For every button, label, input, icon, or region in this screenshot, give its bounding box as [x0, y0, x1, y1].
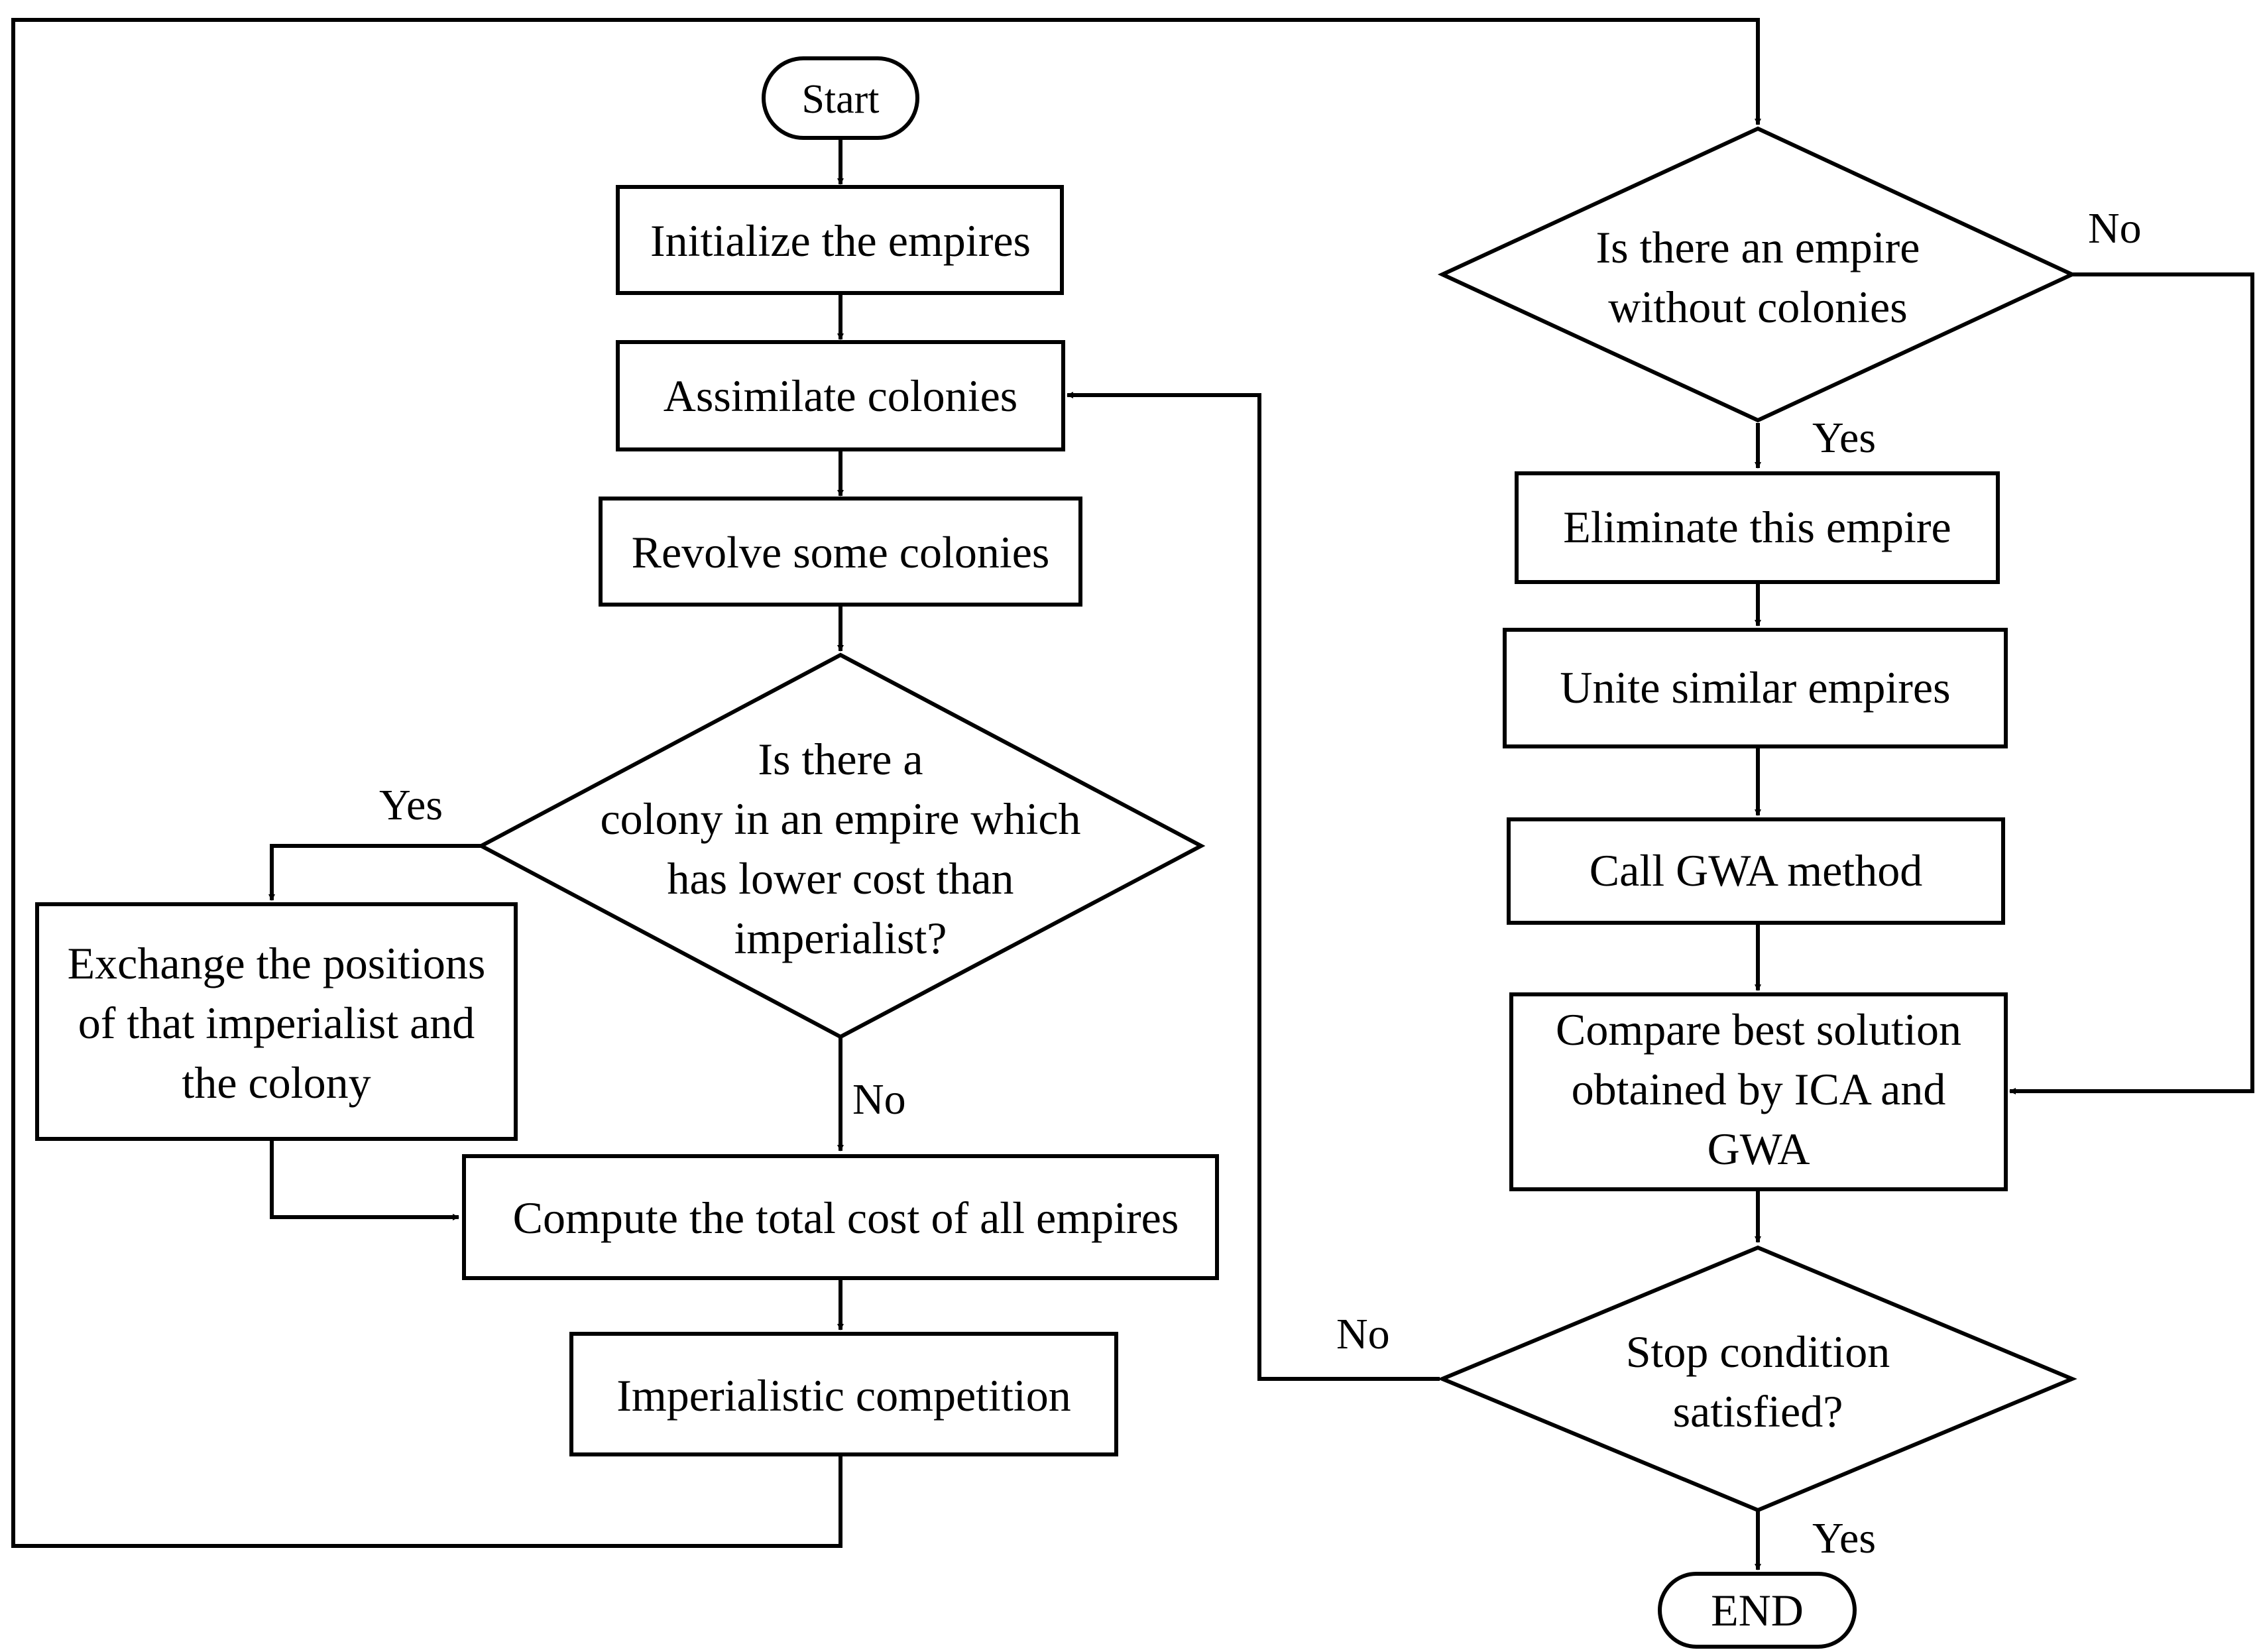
node-init: Initialize the empires: [616, 185, 1064, 295]
node-exchange: Exchange the positions of that imperiali…: [35, 902, 518, 1141]
eliminate-label: Eliminate this empire: [1563, 502, 1951, 552]
connectors: [11, 18, 2254, 1570]
compute-label: Compute the total cost of all empires: [513, 1193, 1179, 1243]
compare-line-2: obtained by ICA and: [1572, 1064, 1946, 1114]
colony-no-label: No: [852, 1075, 906, 1124]
end-label: END: [1711, 1585, 1804, 1635]
stop-check-line-1: Stop condition: [1626, 1327, 1890, 1377]
gwa-label: Call GWA method: [1590, 845, 1922, 896]
edge-empty-no-compare: [2009, 272, 2254, 1094]
node-start: Start: [762, 56, 919, 140]
empty-yes-label: Yes: [1812, 414, 1876, 462]
stop-check-line-2: satisfied?: [1673, 1386, 1843, 1437]
assimilate-label: Assimilate colonies: [664, 371, 1017, 421]
node-revolve: Revolve some colonies: [599, 497, 1082, 607]
exchange-line-3: the colony: [182, 1057, 371, 1108]
decision-stop: Stop condition satisfied?: [1437, 1245, 2077, 1513]
exchange-line-1: Exchange the positions: [68, 938, 486, 988]
compare-line-1: Compare best solution: [1556, 1004, 1961, 1055]
init-label: Initialize the empires: [650, 215, 1031, 266]
empty-no-label: No: [2088, 204, 2142, 253]
unite-label: Unite similar empires: [1560, 662, 1950, 713]
colony-check-line-1: Is there a: [758, 734, 923, 784]
node-gwa: Call GWA method: [1507, 817, 2005, 925]
node-compare: Compare best solution obtained by ICA an…: [1509, 992, 2008, 1191]
edge-labels: Yes No No Yes No Yes: [379, 204, 2142, 1563]
decision-empty-empire: Is there an empire without colonies: [1437, 126, 2077, 423]
compare-line-3: GWA: [1708, 1124, 1810, 1174]
colony-check-line-2: colony in an empire which: [600, 794, 1080, 844]
node-eliminate: Eliminate this empire: [1515, 471, 2000, 584]
stop-no-label: No: [1336, 1310, 1390, 1358]
empty-empire-line-2: without colonies: [1608, 282, 1907, 332]
start-label: Start: [801, 77, 879, 122]
node-end: END: [1658, 1572, 1857, 1649]
colony-yes-label: Yes: [379, 781, 443, 829]
competition-label: Imperialistic competition: [616, 1370, 1071, 1421]
colony-check-line-3: has lower cost than: [667, 853, 1014, 904]
colony-check-line-4: imperialist?: [734, 913, 947, 963]
edge-competition-loop: [11, 18, 1761, 1548]
decision-colony: Is there a colony in an empire which has…: [477, 652, 1206, 1039]
revolve-label: Revolve some colonies: [632, 527, 1050, 577]
edge-check-yes-exchange: [268, 844, 481, 901]
edge-stop-no-assimilate: [1067, 392, 1440, 1381]
stop-yes-label: Yes: [1812, 1514, 1876, 1563]
node-compute: Compute the total cost of all empires: [462, 1154, 1219, 1280]
empty-empire-line-1: Is there an empire: [1596, 222, 1920, 272]
node-assimilate: Assimilate colonies: [616, 340, 1065, 451]
edge-exchange-compute: [270, 1139, 459, 1220]
node-competition: Imperialistic competition: [569, 1332, 1118, 1456]
node-unite: Unite similar empires: [1503, 628, 2008, 748]
exchange-line-2: of that imperialist and: [78, 998, 475, 1048]
